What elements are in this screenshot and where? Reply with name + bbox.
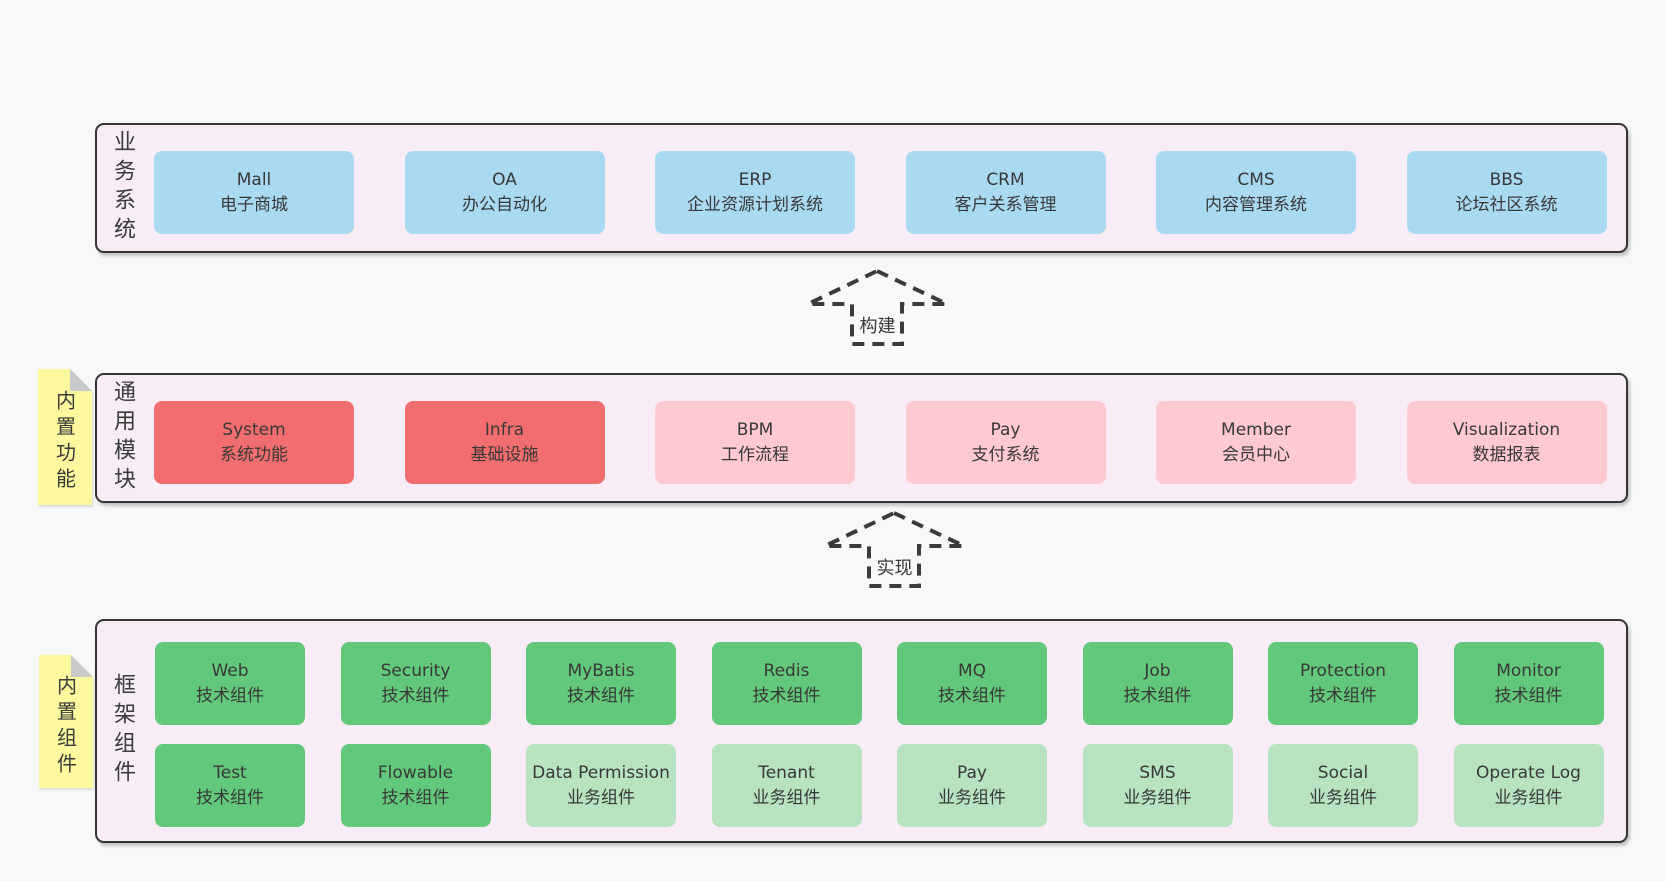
band-label-components: 框架组件 — [110, 673, 135, 789]
node-protection: Protection 技术组件 — [1268, 642, 1418, 725]
sticky-label: 内置组件 — [53, 674, 78, 779]
node-erp: ERP 企业资源计划系统 — [655, 151, 855, 234]
node-cms: CMS 内容管理系统 — [1156, 151, 1356, 234]
node-pay-component: Pay 业务组件 — [897, 744, 1047, 827]
node-system: System 系统功能 — [154, 401, 354, 484]
components-row-2: Test 技术组件 Flowable 技术组件 Data Permission … — [155, 744, 1604, 827]
sticky-label: 内置功能 — [52, 390, 77, 494]
band-label-business: 业务系统 — [110, 130, 135, 246]
node-infra: Infra 基础设施 — [404, 401, 605, 484]
node-data-permission: Data Permission 业务组件 — [526, 744, 676, 827]
modules-row: System 系统功能 Infra 基础设施 BPM 工作流程 Pay 支付系统… — [154, 401, 1607, 484]
node-mq: MQ 技术组件 — [897, 642, 1047, 725]
node-bpm: BPM 工作流程 — [655, 401, 855, 484]
node-pay-module: Pay 支付系统 — [905, 401, 1106, 484]
band-label-modules: 通用模块 — [110, 380, 135, 496]
node-social: Social 业务组件 — [1268, 744, 1418, 827]
sticky-note-built-in-components: 内置组件 — [39, 655, 93, 788]
node-test: Test 技术组件 — [155, 744, 305, 827]
node-oa: OA 办公自动化 — [404, 151, 605, 234]
implement-arrow-icon: 实现 — [822, 510, 967, 590]
node-flowable: Flowable 技术组件 — [340, 744, 491, 827]
node-operate-log: Operate Log 业务组件 — [1453, 744, 1604, 827]
implement-arrow-label: 实现 — [873, 553, 916, 581]
node-mall: Mall 电子商城 — [154, 151, 354, 234]
node-monitor: Monitor 技术组件 — [1453, 642, 1604, 725]
node-tenant: Tenant 业务组件 — [711, 744, 862, 827]
sticky-note-built-in-features: 内置功能 — [38, 369, 92, 505]
node-member: Member 会员中心 — [1156, 401, 1356, 484]
node-security: Security 技术组件 — [340, 642, 491, 725]
node-sms: SMS 业务组件 — [1082, 744, 1233, 827]
node-crm: CRM 客户关系管理 — [905, 151, 1106, 234]
node-job: Job 技术组件 — [1082, 642, 1233, 725]
build-arrow-icon: 构建 — [805, 268, 950, 348]
band-business-systems: 业务系统 Mall 电子商城 OA 办公自动化 ERP 企业资源计划系统 CRM… — [95, 123, 1628, 253]
build-arrow-label: 构建 — [856, 311, 899, 339]
business-row: Mall 电子商城 OA 办公自动化 ERP 企业资源计划系统 CRM 客户关系… — [154, 151, 1607, 234]
band-common-modules: 通用模块 System 系统功能 Infra 基础设施 BPM 工作流程 Pay… — [95, 373, 1628, 503]
node-bbs: BBS 论坛社区系统 — [1406, 151, 1607, 234]
band-framework-components: 框架组件 Web 技术组件 Security 技术组件 MyBatis 技术组件… — [95, 619, 1628, 843]
node-redis: Redis 技术组件 — [711, 642, 862, 725]
components-row-1: Web 技术组件 Security 技术组件 MyBatis 技术组件 Redi… — [155, 642, 1604, 725]
node-web: Web 技术组件 — [155, 642, 305, 725]
node-mybatis: MyBatis 技术组件 — [526, 642, 676, 725]
node-visualization: Visualization 数据报表 — [1406, 401, 1607, 484]
